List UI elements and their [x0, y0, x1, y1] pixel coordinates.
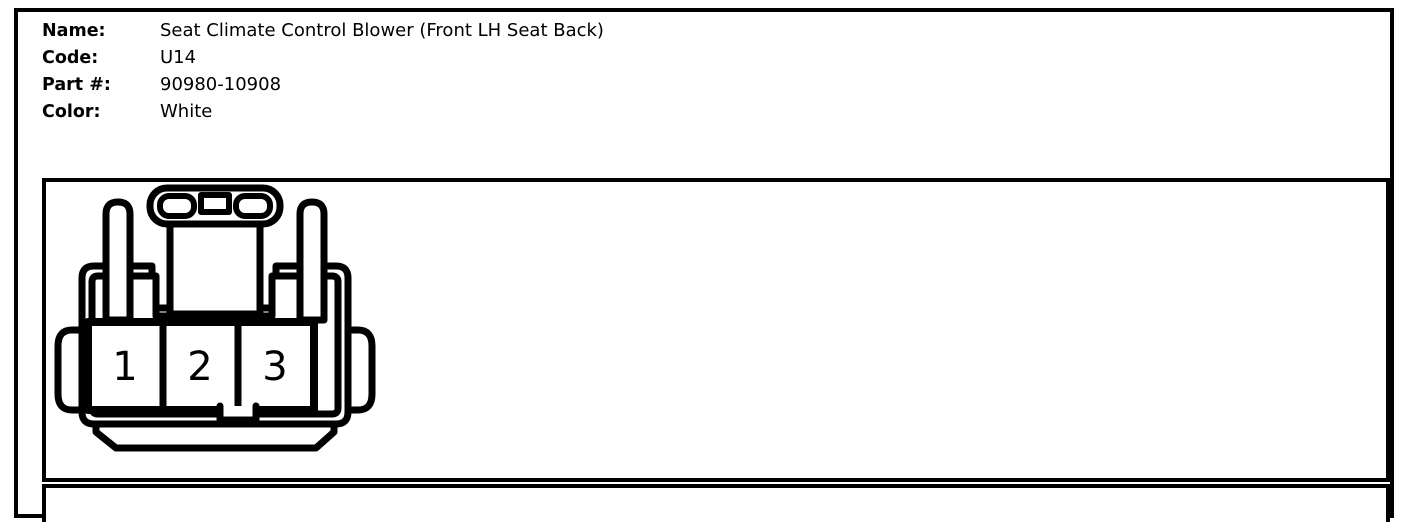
- cavity-number-1: 1: [112, 344, 137, 390]
- polarization-notch: [216, 402, 260, 424]
- info-row-part-number: Part #: 90980-10908: [42, 74, 1042, 101]
- info-label-color: Color:: [42, 102, 101, 122]
- connector-face-drawing: 1 2 3: [54, 184, 376, 452]
- left-guide-post: [102, 198, 134, 324]
- footer-strip: [42, 484, 1390, 522]
- cavity-number-3: 3: [262, 344, 287, 390]
- connector-info-block: Name: Seat Climate Control Blower (Front…: [42, 20, 1042, 128]
- info-label-part-number: Part #:: [42, 75, 111, 95]
- cavity-number-2: 2: [187, 344, 212, 390]
- info-row-code: Code: U14: [42, 47, 1042, 74]
- lock-lever-center-pad: [198, 192, 232, 215]
- right-guide-post: [296, 198, 328, 324]
- info-value-name: Seat Climate Control Blower (Front LH Se…: [160, 20, 604, 41]
- info-label-code: Code:: [42, 48, 99, 68]
- lock-lever-window-right: [233, 193, 273, 219]
- info-value-color: White: [160, 101, 213, 122]
- cavity-number-group: 1 2 3: [112, 344, 287, 390]
- info-value-code: U14: [160, 47, 197, 68]
- lock-lever-window-left: [157, 193, 197, 219]
- info-value-part-number: 90980-10908: [160, 74, 282, 95]
- connector-outline-group: [54, 184, 376, 452]
- info-row-color: Color: White: [42, 101, 1042, 128]
- outer-frame: Name: Seat Climate Control Blower (Front…: [14, 8, 1394, 522]
- cavity-block: [84, 318, 318, 414]
- connector-diagram-panel: 1 2 3: [42, 178, 1390, 482]
- info-label-name: Name:: [42, 21, 106, 41]
- info-row-name: Name: Seat Climate Control Blower (Front…: [42, 20, 1042, 47]
